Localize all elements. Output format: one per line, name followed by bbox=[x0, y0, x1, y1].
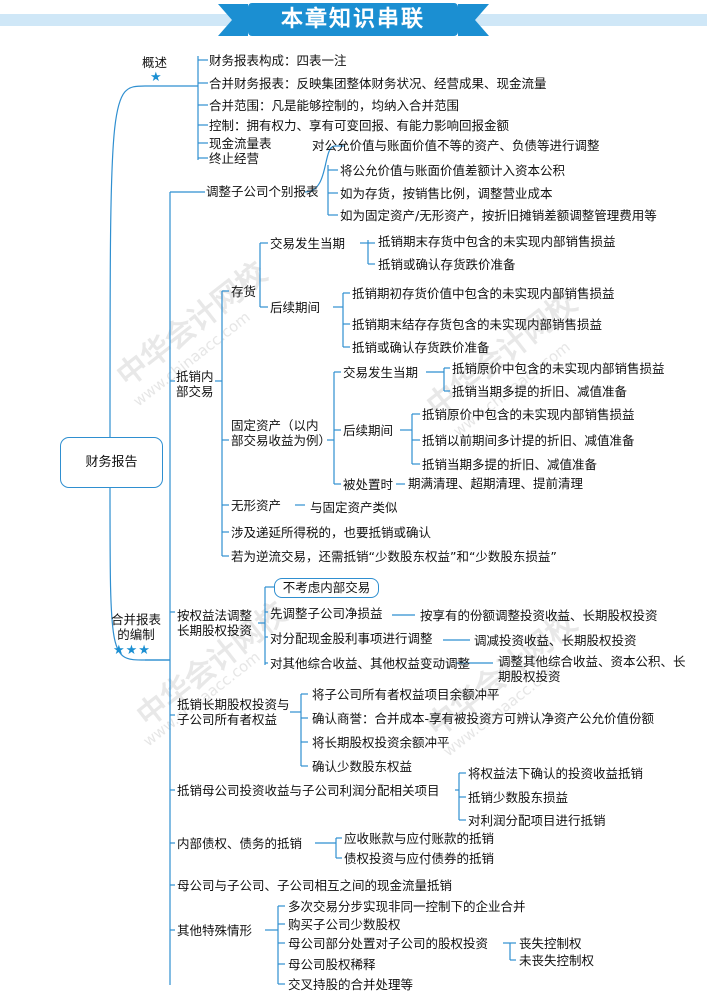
special-label: 其他特殊情形 bbox=[177, 923, 253, 938]
inventory-later-item: 抵销期初存货价值中包含的未实现内部销售损益 bbox=[352, 286, 615, 301]
offset-income-item: 将权益法下确认的投资收益抵销 bbox=[468, 766, 644, 781]
special-item: 交叉持股的合并处理等 bbox=[288, 977, 414, 992]
overview-item: 合并范围：凡是能够控制的，均纳入合并范围 bbox=[209, 98, 460, 113]
overview-item: 控制：拥有权力、享有可变回报、有能力影响回报金额 bbox=[209, 118, 510, 133]
special-item: 多次交易分步实现非同一控制下的企业合并 bbox=[288, 899, 526, 914]
offset-equity-item: 将子公司所有者权益项目余额冲平 bbox=[312, 687, 500, 702]
inventory-current-item: 抵销或确认存货跌价准备 bbox=[378, 257, 516, 272]
special-item: 购买子公司少数股权 bbox=[288, 917, 401, 932]
fixed-later-item: 抵销当期多提的折旧、减值准备 bbox=[422, 457, 598, 472]
internal-debt-item: 债权投资与应付债券的抵销 bbox=[344, 851, 495, 866]
equity-step-label: 对分配现金股利事项进行调整 bbox=[270, 631, 433, 646]
consolidation-label: 合并报表的编制 bbox=[110, 612, 161, 642]
equity-step-text: 按享有的份额调整投资收益、长期股权投资 bbox=[420, 608, 658, 623]
adjust-item: 将公允价值与账面价值差额计入资本公积 bbox=[340, 163, 566, 178]
partial-disposal-item: 未丧失控制权 bbox=[519, 953, 595, 968]
inventory-later-label: 后续期间 bbox=[270, 300, 321, 315]
fixed-current-item: 抵销当期多提的折旧、减值准备 bbox=[452, 384, 628, 399]
star-icon: ★★★ bbox=[113, 643, 151, 658]
equity-method-label: 按权益法调整长期股权投资 bbox=[177, 608, 253, 638]
fixed-disposal-text: 期满清理、超期清理、提前清理 bbox=[408, 476, 584, 491]
deferred-tax-text: 涉及递延所得税的，也要抵销或确认 bbox=[231, 525, 432, 540]
overview-item: 合并财务报表：反映集团整体财务状况、经营成果、现金流量 bbox=[209, 76, 547, 91]
upstream-text: 若为逆流交易，还需抵销“少数股东权益”和“少数股东损益” bbox=[231, 549, 557, 564]
adjust-item: 如为固定资产/无形资产，按折旧摊销差额调整管理费用等 bbox=[340, 208, 657, 223]
cash-flow-text: 母公司与子公司、子公司相互之间的现金流量抵销 bbox=[177, 878, 453, 893]
inventory-label: 存货 bbox=[231, 284, 257, 299]
adjust-item: 如为存货，按销售比例，调整营业成本 bbox=[340, 186, 553, 201]
overview-item: 财务报表构成：四表一注 bbox=[209, 53, 347, 68]
fixed-current-item: 抵销原价中包含的未实现内部销售损益 bbox=[452, 361, 665, 376]
special-item: 母公司部分处置对子公司的股权投资 bbox=[288, 936, 489, 951]
equity-step-text: 调整其他综合收益、资本公积、长期股权投资 bbox=[498, 654, 686, 684]
inventory-current-item: 抵销期末存货中包含的未实现内部销售损益 bbox=[378, 234, 616, 249]
offset-equity-item: 确认少数股东权益 bbox=[312, 759, 413, 774]
fixed-later-label: 后续期间 bbox=[343, 423, 394, 438]
adjust-item: 对公允价值与账面价值不等的资产、负债等进行调整 bbox=[312, 138, 600, 153]
inventory-later-item: 抵销或确认存货跌价准备 bbox=[352, 340, 490, 355]
offset-income-item: 抵销少数股东损益 bbox=[468, 790, 569, 805]
equity-step-label: 对其他综合收益、其他权益变动调整 bbox=[270, 656, 471, 671]
overview-item: 终止经营 bbox=[209, 151, 260, 166]
overview-label: 概述 bbox=[142, 55, 168, 70]
inventory-later-item: 抵销期末结存存货包含的未实现内部销售损益 bbox=[352, 317, 603, 332]
inventory-current-label: 交易发生当期 bbox=[270, 236, 346, 251]
title-decoration bbox=[0, 4, 707, 36]
fixed-later-item: 抵销原价中包含的未实现内部销售损益 bbox=[422, 407, 635, 422]
fixed-current-label: 交易发生当期 bbox=[343, 365, 419, 380]
internal-debt-item: 应收账款与应付账款的抵销 bbox=[344, 831, 495, 846]
equity-step-text: 调减投资收益、长期股权投资 bbox=[474, 633, 637, 648]
partial-disposal-item: 丧失控制权 bbox=[519, 936, 582, 951]
fixed-disposal-label: 被处置时 bbox=[343, 477, 394, 492]
page-title: 本章知识串联 bbox=[248, 3, 458, 36]
equity-step-label: 先调整子公司净损益 bbox=[270, 606, 383, 621]
offset-equity-label: 抵销长期股权投资与子公司所有者权益 bbox=[177, 697, 290, 727]
offset-equity-item: 将长期股权投资余额冲平 bbox=[312, 735, 450, 750]
intangible-label: 无形资产 bbox=[231, 498, 282, 513]
adjust-sub-label: 调整子公司个别报表 bbox=[206, 184, 319, 199]
intangible-text: 与固定资产类似 bbox=[310, 500, 398, 515]
offset-equity-item: 确认商誉：合并成本-享有被投资方可辨认净资产公允价值份额 bbox=[312, 711, 655, 726]
offset-income-item: 对利润分配项目进行抵销 bbox=[468, 813, 606, 828]
internal-debt-label: 内部债权、债务的抵销 bbox=[177, 836, 303, 851]
special-item: 母公司股权稀释 bbox=[288, 957, 376, 972]
offset-income-label: 抵销母公司投资收益与子公司利润分配相关项目 bbox=[177, 783, 440, 798]
root-node: 财务报告 bbox=[60, 437, 163, 488]
star-icon: ★ bbox=[150, 70, 162, 85]
internal-trades-label: 抵销内部交易 bbox=[176, 369, 214, 399]
fixed-assets-label: 固定资产（以内部交易收益为例） bbox=[231, 418, 332, 448]
fixed-later-item: 抵销以前期间多计提的折旧、减值准备 bbox=[422, 433, 635, 448]
overview-item: 现金流量表 bbox=[209, 136, 272, 151]
note-box: 不考虑内部交易 bbox=[274, 578, 379, 598]
